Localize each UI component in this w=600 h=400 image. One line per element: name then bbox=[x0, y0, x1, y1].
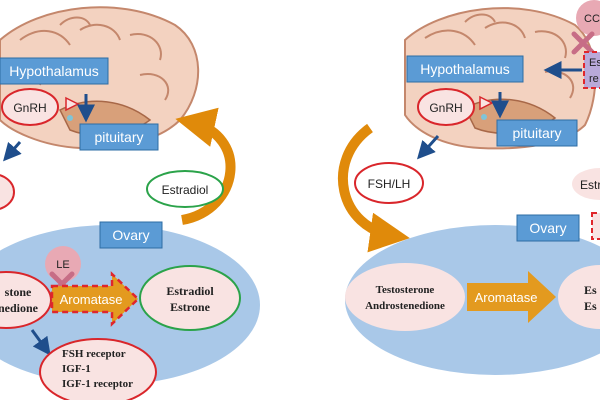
target-line-1: FSH receptor bbox=[62, 348, 126, 360]
arrow-to-targets bbox=[30, 329, 51, 356]
estradiol-feedback-oval bbox=[146, 170, 224, 208]
estrogen-receptor-box bbox=[583, 51, 600, 89]
product-oval-right bbox=[558, 265, 600, 329]
target-line-3: IGF-1 receptor bbox=[62, 378, 133, 390]
es-partial-line-1: Es bbox=[589, 57, 600, 69]
estradiol-feedback-label: Estradiol bbox=[162, 183, 209, 197]
partial-dashed-box-right bbox=[591, 212, 600, 240]
estr-partial-label: Estr bbox=[580, 178, 600, 192]
pituitary-symbol bbox=[65, 96, 80, 112]
partial-oval-left bbox=[0, 174, 15, 210]
left-panel: Hypothalamus GnRH pituitary Estradiol Ov… bbox=[0, 6, 260, 400]
cc-inhibitor-circle bbox=[576, 0, 600, 36]
pituitary-label: pituitary bbox=[94, 129, 143, 145]
target-line-2: IGF-1 bbox=[62, 363, 91, 375]
estradiol-feedback-arrow bbox=[175, 107, 236, 225]
pituitary-box bbox=[79, 123, 159, 151]
substrate-line-1: stone bbox=[5, 285, 32, 299]
fshlh-stimulation-arrow bbox=[338, 123, 410, 253]
ovary-box-right bbox=[516, 214, 580, 242]
gnrh-label-right: GnRH bbox=[429, 101, 462, 115]
substrate-oval bbox=[0, 271, 52, 329]
hypothalamus-label: Hypothalamus bbox=[9, 63, 99, 79]
hypothalamus-label-right: Hypothalamus bbox=[420, 61, 510, 77]
gnrh-oval bbox=[1, 88, 59, 126]
fshlh-oval bbox=[354, 162, 424, 204]
pituitary-label-right: pituitary bbox=[512, 125, 561, 141]
cc-label: CC bbox=[584, 13, 600, 25]
product-line-2: Estrone bbox=[170, 300, 210, 314]
pituitary-drop-right bbox=[481, 114, 487, 120]
cc-x-mark bbox=[571, 31, 595, 55]
hypothalamus-box-right bbox=[406, 55, 524, 83]
hypothalamus-box bbox=[0, 57, 109, 85]
product-line-1: Estradiol bbox=[166, 284, 214, 298]
aromatase-label: Aromatase bbox=[60, 292, 123, 307]
ovary-box bbox=[99, 221, 163, 249]
gnrh-oval-right bbox=[417, 88, 475, 126]
product-partial-line-2: Es bbox=[584, 299, 597, 313]
targets-oval bbox=[39, 338, 157, 400]
right-panel: CC Es re Hypothalamus GnRH pituitary FSH… bbox=[338, 0, 600, 375]
substrate-line-1-right: Testosterone bbox=[376, 284, 435, 296]
le-label: LE bbox=[56, 259, 69, 271]
pituitary-box-right bbox=[496, 119, 578, 147]
product-oval bbox=[139, 265, 241, 331]
substrate-line-2: nedione bbox=[0, 301, 39, 315]
arrow-gnrh-down bbox=[3, 141, 22, 162]
estr-partial-oval bbox=[572, 168, 600, 200]
ovary-label-right: Ovary bbox=[529, 220, 566, 236]
aromatase-arrow-right bbox=[467, 271, 556, 323]
arrow-gnrh-to-fshlh bbox=[416, 134, 440, 160]
fshlh-label: FSH/LH bbox=[368, 177, 411, 191]
aromatase-arrow bbox=[50, 271, 140, 327]
product-partial-line-1: Es bbox=[584, 283, 597, 297]
pituitary-symbol-right bbox=[479, 95, 494, 111]
substrate-line-2-right: Androstenedione bbox=[365, 300, 445, 312]
substrate-oval-right bbox=[345, 263, 465, 331]
es-partial-line-2: re bbox=[589, 73, 599, 85]
gnrh-label: GnRH bbox=[13, 101, 46, 115]
ovary-label: Ovary bbox=[112, 227, 149, 243]
pituitary-drop bbox=[67, 115, 73, 121]
aromatase-label-right: Aromatase bbox=[475, 290, 538, 305]
